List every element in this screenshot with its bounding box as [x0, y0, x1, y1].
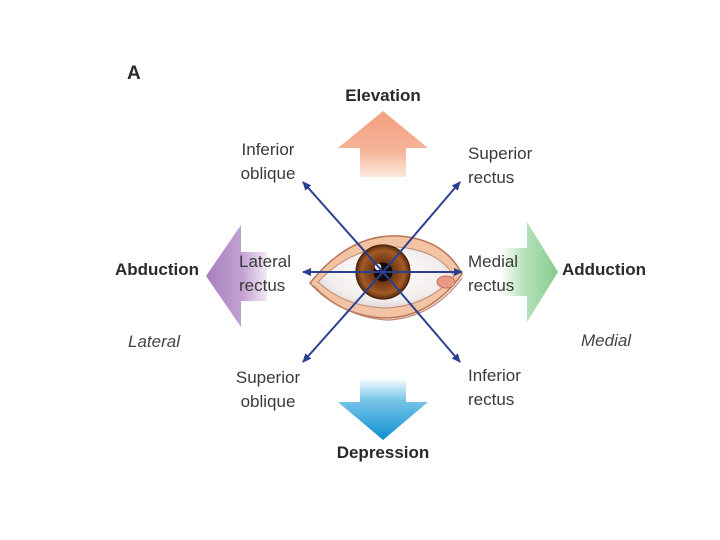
label-line: rectus — [468, 168, 515, 187]
abduction-label: Abduction — [115, 260, 200, 279]
inferior-rectus-arrow — [382, 271, 461, 363]
medial-rectus-label: Medial rectus — [468, 250, 518, 298]
label-line: Superior — [235, 368, 301, 387]
label-line: oblique — [240, 392, 296, 411]
superior-oblique-arrow — [302, 271, 384, 363]
inferior-oblique-arrow — [302, 181, 384, 273]
label-line: Inferior — [468, 366, 521, 385]
medial-side-label: Medial — [581, 331, 632, 350]
depression-label: Depression — [336, 443, 430, 462]
label-line: rectus — [468, 276, 515, 295]
lateral-side-label: Lateral — [128, 332, 180, 351]
lower-lid-fold — [313, 277, 463, 321]
label-line: Lateral — [239, 252, 291, 271]
panel-label: A — [127, 63, 141, 84]
label-line: oblique — [240, 164, 296, 183]
muscle-action-arrows — [302, 181, 463, 363]
superior-oblique-label: Superior oblique — [228, 366, 308, 414]
adduction-arrow — [500, 222, 558, 322]
label-line: rectus — [468, 390, 515, 409]
elevation-arrow — [338, 111, 428, 177]
lateral-rectus-label: Lateral rectus — [239, 250, 291, 298]
adduction-label: Adduction — [562, 260, 647, 279]
elevation-label: Elevation — [345, 86, 421, 105]
label-line: rectus — [239, 276, 286, 295]
label-line: Medial — [468, 252, 519, 271]
eye-illustration — [309, 235, 463, 321]
superior-rectus-arrow — [382, 181, 461, 273]
abduction-arrow — [206, 225, 267, 327]
tear-duct — [436, 275, 456, 289]
label-line: Superior — [468, 144, 533, 163]
inferior-rectus-label: Inferior rectus — [468, 364, 521, 412]
superior-rectus-label: Superior rectus — [468, 142, 532, 190]
inferior-oblique-label: Inferior oblique — [228, 138, 308, 186]
label-line: Inferior — [241, 140, 295, 159]
depression-arrow — [338, 378, 428, 440]
